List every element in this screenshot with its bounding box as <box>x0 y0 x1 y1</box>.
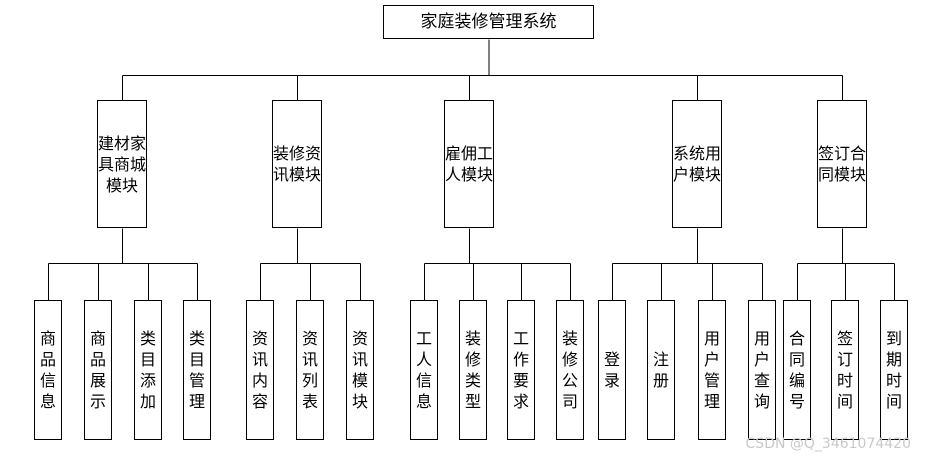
leaf-box-category-manage: 类目管理 <box>183 300 211 440</box>
leaf-box-work-requirements: 工作要求 <box>507 300 535 440</box>
leaf-label: 登录 <box>603 350 620 390</box>
module-box-decoration-news: 装修资讯模块 <box>272 100 322 228</box>
root-label: 家庭装修管理系统 <box>420 12 557 32</box>
module-box-contracts: 签订合同模块 <box>817 100 867 228</box>
leaf-box-news-list: 资讯列表 <box>296 300 324 440</box>
leaf-label: 合同编号 <box>788 329 805 411</box>
module-label: 雇佣工人模块 <box>445 144 494 184</box>
leaf-box-sign-date: 签订时间 <box>831 300 859 440</box>
leaf-box-user-manage: 用户管理 <box>698 300 726 440</box>
leaf-box-expiry-date: 到期时间 <box>880 300 908 440</box>
leaf-box-category-add: 类目添加 <box>134 300 162 440</box>
module-box-system-users: 系统用户模块 <box>672 100 722 228</box>
module-label: 建材家具商城模块 <box>98 133 147 195</box>
leaf-box-worker-info: 工人信息 <box>410 300 438 440</box>
leaf-label: 用户查询 <box>753 329 770 411</box>
leaf-box-decoration-type: 装修类型 <box>459 300 487 440</box>
module-box-building-materials: 建材家具商城模块 <box>97 100 147 228</box>
leaf-box-product-info: 商品信息 <box>34 300 62 440</box>
leaf-label: 工人信息 <box>415 329 432 411</box>
leaf-label: 商品展示 <box>89 329 106 411</box>
root-box: 家庭装修管理系统 <box>383 5 594 39</box>
leaf-box-news-module: 资讯模块 <box>346 300 374 440</box>
leaf-box-decoration-company: 装修公司 <box>556 300 584 440</box>
leaf-box-login: 登录 <box>598 300 626 440</box>
leaf-label: 工作要求 <box>512 329 529 411</box>
leaf-label: 商品信息 <box>39 329 56 411</box>
leaf-label: 资讯模块 <box>351 329 368 411</box>
leaf-label: 类目添加 <box>139 329 156 411</box>
leaf-box-register: 注册 <box>647 300 675 440</box>
leaf-box-user-query: 用户查询 <box>748 300 776 440</box>
module-label: 签订合同模块 <box>818 144 867 184</box>
leaf-label: 装修类型 <box>464 329 481 411</box>
leaf-box-product-display: 商品展示 <box>84 300 112 440</box>
leaf-label: 注册 <box>652 350 669 390</box>
leaf-box-contract-number: 合同编号 <box>783 300 811 440</box>
module-label: 系统用户模块 <box>673 144 722 184</box>
leaf-label: 用户管理 <box>703 329 720 411</box>
leaf-label: 资讯列表 <box>301 329 318 411</box>
leaf-label: 资讯内容 <box>251 329 268 411</box>
module-label: 装修资讯模块 <box>273 144 322 184</box>
leaf-label: 到期时间 <box>885 329 902 411</box>
leaf-label: 签订时间 <box>836 329 853 411</box>
module-box-hire-workers: 雇佣工人模块 <box>444 100 494 228</box>
leaf-box-news-content: 资讯内容 <box>246 300 274 440</box>
leaf-label: 类目管理 <box>188 329 205 411</box>
leaf-label: 装修公司 <box>561 329 578 411</box>
watermark-text: CSDN @Q_3461074420 <box>745 436 911 452</box>
